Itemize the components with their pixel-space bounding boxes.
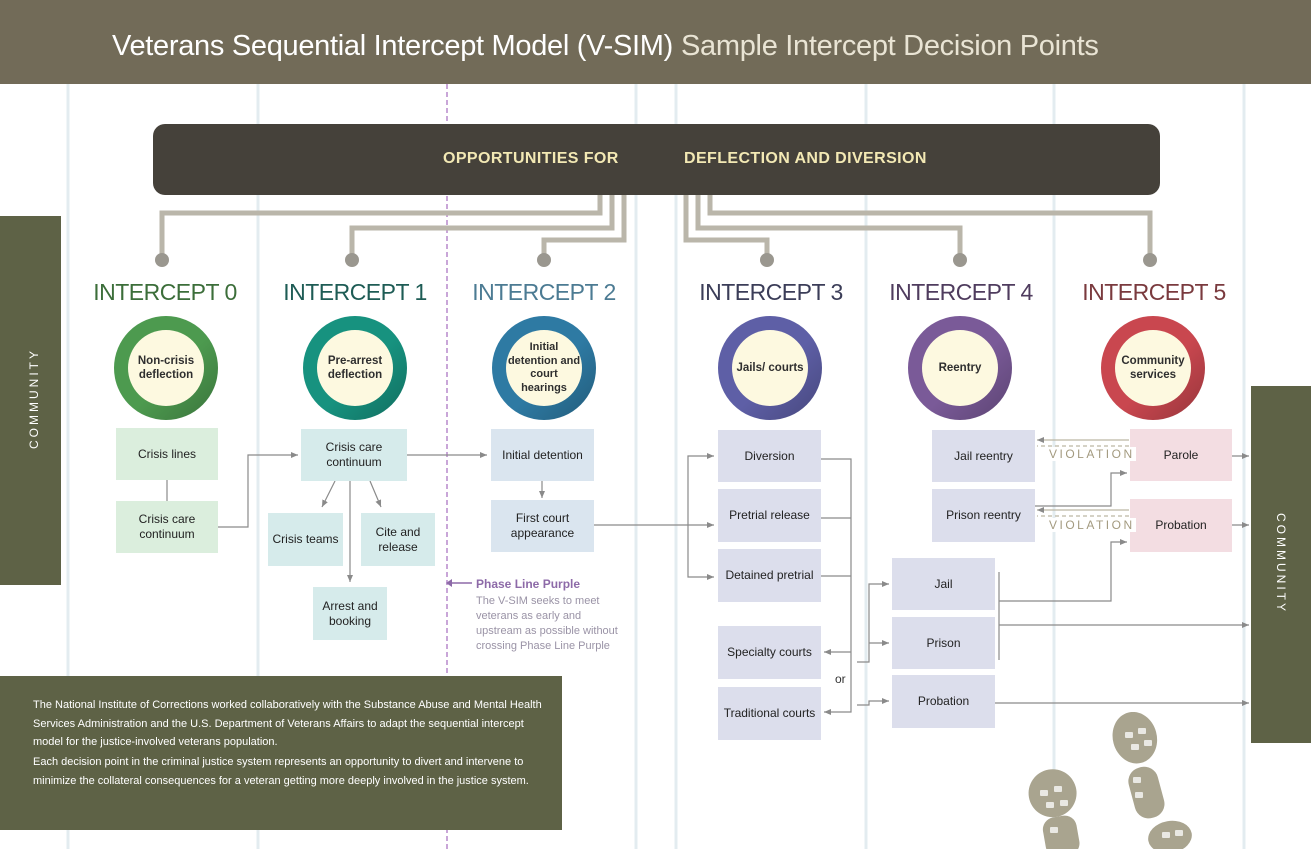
intercept-1-circle-label: Pre-arrest deflection — [317, 330, 393, 406]
prison-box: Prison — [892, 617, 995, 669]
violation-label-1: VIOLATION — [1048, 447, 1136, 461]
crisis-care-continuum-box-0: Crisis care continuum — [116, 501, 218, 553]
phase-line-description: The V-SIM seeks to meet veterans as earl… — [476, 595, 618, 652]
intercept-4-circle-label: Reentry — [922, 330, 998, 406]
arrest-and-booking-box: Arrest and booking — [313, 587, 387, 640]
crisis-teams-box: Crisis teams — [268, 513, 343, 566]
jail-box: Jail — [892, 558, 995, 610]
header-bar — [0, 0, 1311, 84]
intercept-1-title: INTERCEPT 1 — [283, 279, 427, 305]
probation-box-5: Probation — [1130, 499, 1232, 552]
traditional-courts-box: Traditional courts — [718, 687, 821, 740]
page-subtitle: Sample Intercept Decision Points — [681, 30, 1099, 62]
prison-reentry-box: Prison reentry — [932, 489, 1035, 542]
pretrial-release-box: Pretrial release — [718, 489, 821, 542]
jail-reentry-box: Jail reentry — [932, 430, 1035, 482]
banner-right-text: DEFLECTION AND DIVERSION — [684, 150, 927, 167]
community-band-left: COMMUNITY — [0, 216, 61, 585]
intercept-0-circle: Non-crisis deflection — [114, 316, 218, 420]
intercept-2-circle-label: Initial detention and court hearings — [506, 330, 582, 406]
note-paragraph-2: Each decision point in the criminal just… — [33, 756, 529, 787]
intercept-1-circle: Pre-arrest deflection — [303, 316, 407, 420]
intercept-3-circle-label: Jails/ courts — [732, 330, 808, 406]
opportunities-banner — [153, 124, 1160, 195]
note-paragraph-1: The National Institute of Corrections wo… — [33, 699, 542, 748]
intercept-0-circle-label: Non-crisis deflection — [128, 330, 204, 406]
detained-pretrial-box: Detained pretrial — [718, 549, 821, 602]
intercept-2-title: INTERCEPT 2 — [472, 279, 616, 305]
initial-detention-box: Initial detention — [491, 429, 594, 481]
note-box: The National Institute of Corrections wo… — [0, 676, 562, 830]
cite-and-release-box: Cite and release — [361, 513, 435, 566]
probation-box-4: Probation — [892, 675, 995, 728]
intercept-0-title: INTERCEPT 0 — [93, 279, 237, 305]
or-label: or — [835, 672, 846, 686]
community-label-left: COMMUNITY — [27, 348, 41, 449]
diversion-box: Diversion — [718, 430, 821, 482]
banner-connectors — [159, 195, 1153, 258]
intercept-3-circle: Jails/ courts — [718, 316, 822, 420]
page-title: Veterans Sequential Intercept Model (V-S… — [112, 30, 673, 62]
phase-line-title: Phase Line Purple — [476, 577, 581, 591]
intercept-5-circle-label: Community services — [1115, 330, 1191, 406]
community-band-right: COMMUNITY — [1251, 386, 1311, 743]
intercept-5-title: INTERCEPT 5 — [1082, 279, 1226, 305]
crisis-lines-box: Crisis lines — [116, 428, 218, 480]
banner-left-text: OPPORTUNITIES FOR — [443, 150, 619, 167]
intercept-2-circle: Initial detention and court hearings — [492, 316, 596, 420]
intercept-3-title: INTERCEPT 3 — [699, 279, 843, 305]
parole-box: Parole — [1130, 429, 1232, 481]
intercept-4-title: INTERCEPT 4 — [889, 279, 1033, 305]
intercept-5-circle: Community services — [1101, 316, 1205, 420]
specialty-courts-box: Specialty courts — [718, 626, 821, 679]
crisis-care-continuum-box-1: Crisis care continuum — [301, 429, 407, 481]
first-court-appearance-box: First court appearance — [491, 500, 594, 552]
intercept-4-circle: Reentry — [908, 316, 1012, 420]
boot-prints-icon — [1028, 712, 1192, 849]
violation-label-2: VIOLATION — [1048, 518, 1136, 532]
community-label-right: COMMUNITY — [1274, 513, 1288, 614]
